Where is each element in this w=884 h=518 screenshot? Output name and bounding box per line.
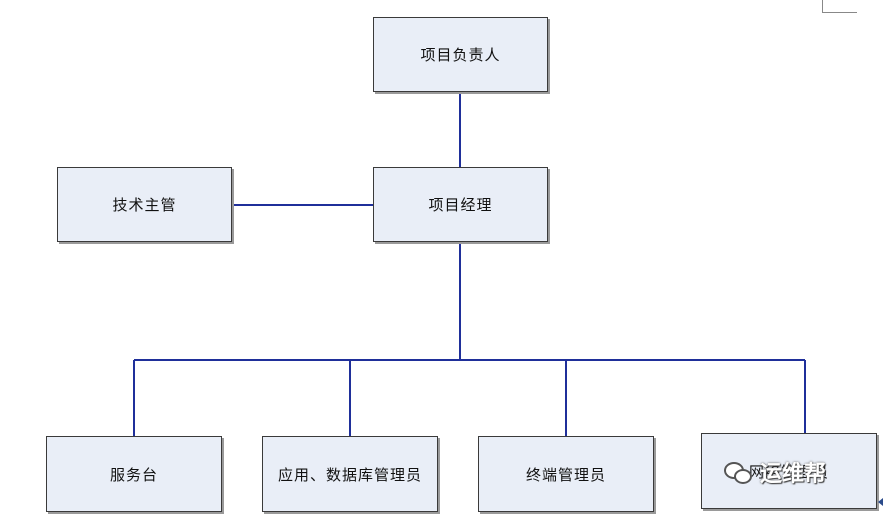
node-service-desk: 服务台 xyxy=(46,436,222,512)
watermark: 运维帮 xyxy=(724,456,826,488)
node-app-db-admin: 应用、数据库管理员 xyxy=(262,436,438,512)
edge-arrow-icon xyxy=(878,498,883,506)
node-project-owner: 项目负责人 xyxy=(373,17,548,92)
node-terminal-admin: 终端管理员 xyxy=(478,436,654,512)
node-tech-supervisor: 技术主管 xyxy=(57,167,232,242)
corner-mark xyxy=(822,0,857,13)
watermark-text: 运维帮 xyxy=(760,462,827,487)
node-project-manager: 项目经理 xyxy=(373,167,548,242)
wechat-logo-icon xyxy=(724,460,754,484)
